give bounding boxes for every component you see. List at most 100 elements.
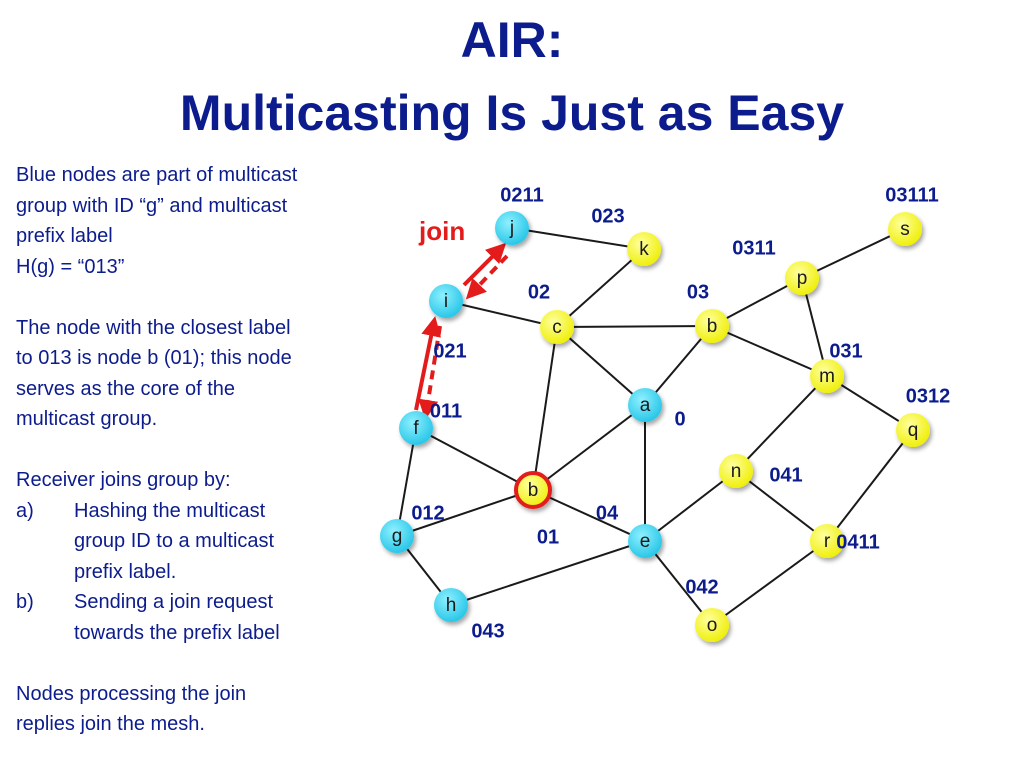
node-circle xyxy=(785,261,819,295)
node-circle xyxy=(628,524,662,558)
edge-r-q xyxy=(826,429,914,542)
node-name: o xyxy=(707,615,718,636)
node-circle xyxy=(495,211,529,245)
node-q: q xyxy=(896,413,930,447)
node-name: a xyxy=(640,395,651,416)
list-marker: b) xyxy=(16,591,34,613)
node-prefix-label: 031 xyxy=(829,340,862,362)
node-circle xyxy=(540,310,574,344)
edge-c-core xyxy=(532,326,558,491)
node-h: h xyxy=(434,588,468,622)
join-label: join xyxy=(418,216,465,246)
node-prefix-label: 0312 xyxy=(906,385,951,407)
text-line: prefix label xyxy=(16,225,113,247)
node-prefix-label: 021 xyxy=(433,340,466,362)
node-circle xyxy=(628,388,662,422)
node-prefix-label: 042 xyxy=(685,576,718,598)
node-circle xyxy=(429,284,463,318)
edge-k-c xyxy=(556,248,645,328)
join-reply-arrow xyxy=(465,254,509,300)
text-line: replies join the mesh. xyxy=(16,713,205,735)
text-line: Nodes processing the join xyxy=(16,682,247,705)
text-line: to 013 is node b (01); this node xyxy=(16,347,292,369)
node-prefix-label: 03 xyxy=(687,281,709,303)
node-e: e xyxy=(628,524,662,558)
node-name: s xyxy=(900,219,910,240)
node-f: f xyxy=(399,411,433,445)
text-line: group ID to a multicast xyxy=(74,530,275,552)
node-prefix-label: 043 xyxy=(471,620,504,642)
node-name: b xyxy=(707,316,718,337)
node-circle xyxy=(627,232,661,266)
node-r: r xyxy=(810,524,844,558)
node-prefix-label: 012 xyxy=(411,502,444,524)
node-m: m xyxy=(810,359,844,393)
join-arrow xyxy=(414,316,441,411)
node-prefix-label: 0411 xyxy=(836,531,879,553)
edge-c-a xyxy=(556,326,646,406)
node-name: g xyxy=(392,526,403,547)
node-i: i xyxy=(429,284,463,318)
text-line: Receiver joins group by: xyxy=(16,469,231,491)
text-line: Sending a join request xyxy=(74,591,274,613)
node-prefix-label: 023 xyxy=(591,205,624,227)
node-a: a xyxy=(628,388,662,422)
node-circle xyxy=(434,588,468,622)
node-circle xyxy=(810,359,844,393)
node-name: n xyxy=(731,461,742,482)
edge-j-k xyxy=(511,227,645,250)
text-line: multicast group. xyxy=(16,408,158,430)
text-line: The node with the closest label xyxy=(16,316,291,339)
text-line: group with ID “g” and multicast xyxy=(16,194,288,217)
join-path-arrows xyxy=(414,242,509,420)
node-circle xyxy=(380,519,414,553)
node-prefix-label: 041 xyxy=(769,464,802,486)
node-prefix-label: 04 xyxy=(596,502,619,524)
edge-f-core xyxy=(415,427,534,491)
edge-n-r xyxy=(735,470,828,542)
node-circle xyxy=(695,608,729,642)
edge-g-core xyxy=(396,489,534,537)
node-name: i xyxy=(444,291,448,312)
node-circle xyxy=(695,309,729,343)
edge-e-o xyxy=(644,540,713,626)
node-name: q xyxy=(908,420,919,441)
node-name: m xyxy=(819,366,835,387)
edge-i-c xyxy=(445,300,558,328)
node-core: b xyxy=(514,471,552,509)
explanation-text: Blue nodes are part of multicast group w… xyxy=(16,160,381,740)
node-prefix-label: 01 xyxy=(537,526,559,548)
edge-c-bb xyxy=(556,325,713,328)
node-circle xyxy=(888,212,922,246)
node-circle xyxy=(896,413,930,447)
edge-f-g xyxy=(396,427,417,537)
node-name: b xyxy=(528,480,539,501)
node-circle xyxy=(810,524,844,558)
node-prefix-label: 0 xyxy=(674,408,685,430)
node-prefix-label: 0311 xyxy=(732,237,775,259)
node-name: f xyxy=(413,418,419,439)
list-item-a: a) Hashing the multicast group ID to a m… xyxy=(16,496,381,588)
slide-title-line1: AIR: xyxy=(460,12,564,68)
node-j: j xyxy=(495,211,529,245)
text-line: Hashing the multicast xyxy=(74,499,266,522)
node-circle xyxy=(399,411,433,445)
node-prefix-label: 011 xyxy=(430,400,462,422)
node-circle xyxy=(514,471,552,509)
node-name: e xyxy=(640,531,651,552)
edge-h-e xyxy=(450,540,646,606)
node-name: h xyxy=(446,595,457,616)
node-p: p xyxy=(785,261,819,295)
node-g: g xyxy=(380,519,414,553)
edge-a-core xyxy=(532,404,646,491)
node-c: c xyxy=(540,310,574,344)
slide-title-line2: Multicasting Is Just as Easy xyxy=(179,85,845,141)
edge-p-s xyxy=(801,228,906,279)
edge-m-n xyxy=(735,375,828,472)
edge-e-n xyxy=(644,470,737,542)
node-n: n xyxy=(719,454,753,488)
edge-r-o xyxy=(711,540,828,626)
list-marker: a) xyxy=(16,499,34,522)
node-name: c xyxy=(552,317,562,338)
text-line: Blue nodes are part of multicast xyxy=(16,164,298,186)
